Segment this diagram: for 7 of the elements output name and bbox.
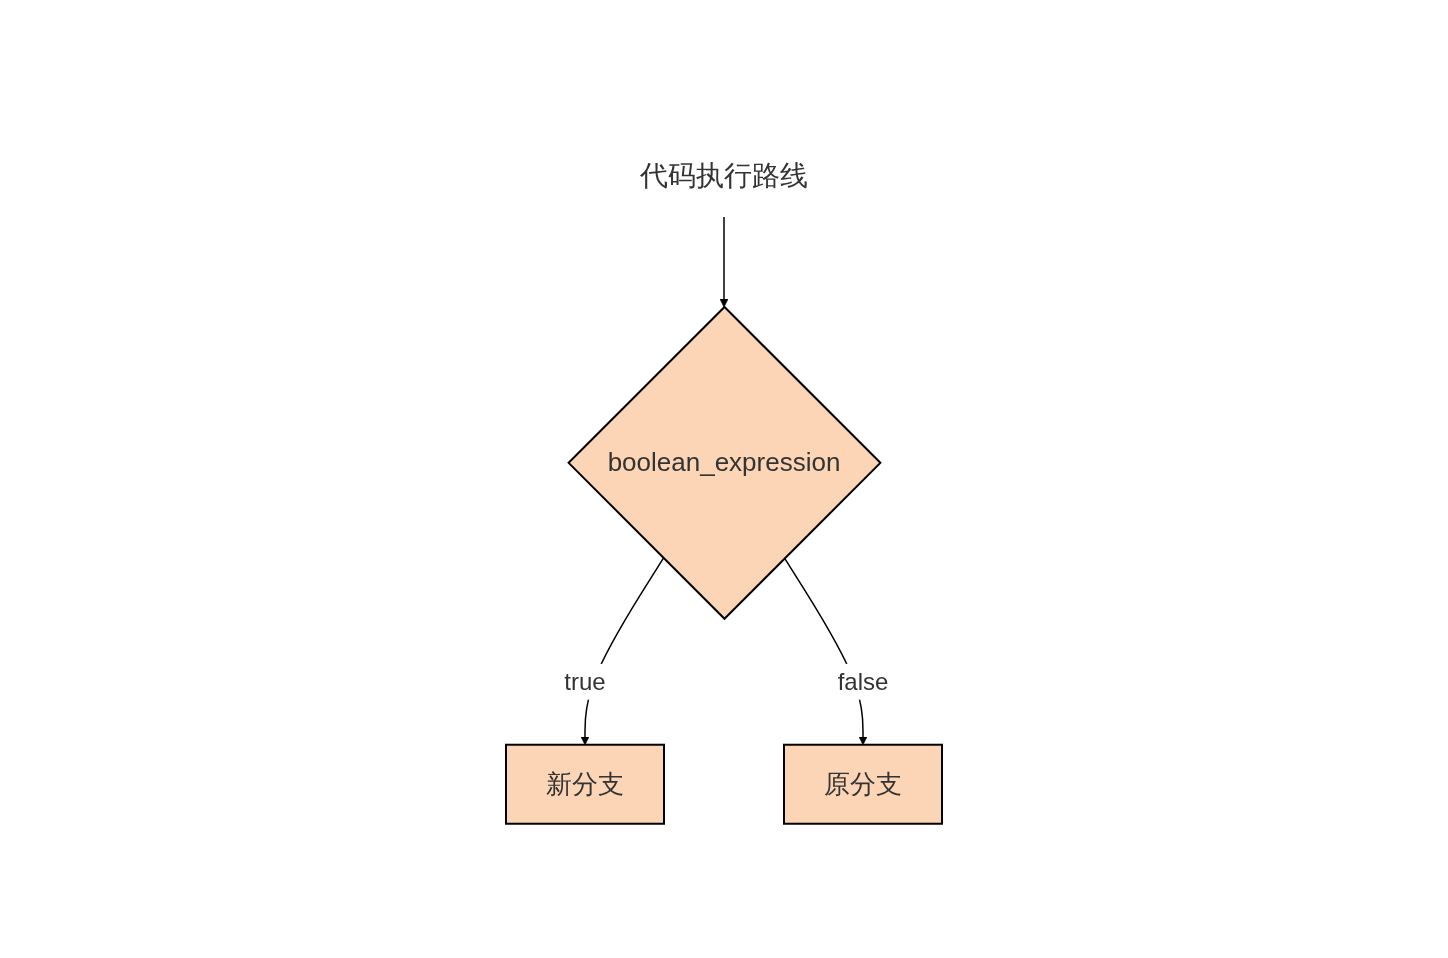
node-box: 新分支 [505, 743, 665, 825]
node-box: 原分支 [783, 743, 943, 825]
arrow [719, 215, 729, 307]
edge-label: false [837, 667, 889, 695]
node-diamond: boolean_expression [567, 305, 882, 620]
node-text: 代码执行路线 [640, 159, 808, 191]
edge-label: true [564, 667, 606, 695]
